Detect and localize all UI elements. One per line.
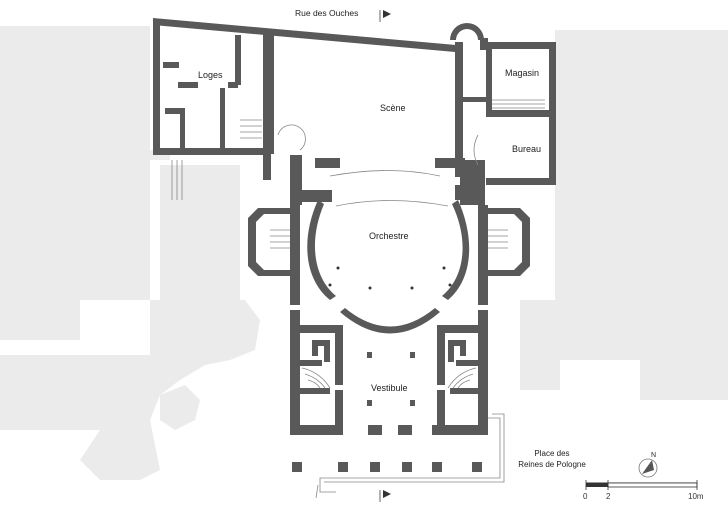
room-label-loges: Loges [198, 70, 223, 80]
place-label: Place des Reines de Pologne [510, 448, 594, 470]
scale-bar [585, 480, 698, 490]
place-label-line1: Place des [534, 449, 570, 458]
section-markers [383, 10, 391, 498]
scale-tick-0: 0 [583, 492, 588, 501]
room-label-bureau: Bureau [512, 144, 542, 154]
room-label-vestibule: Vestibule [371, 383, 408, 393]
street-label-rue-des-ouches: Rue des Ouches [295, 8, 359, 18]
room-label-scene: Scène [380, 103, 406, 113]
neighbouring-buildings [0, 26, 728, 480]
room-label-orchestre: Orchestre [369, 231, 409, 241]
scale-tick-10m: 10m [688, 492, 704, 501]
scale-tick-2: 2 [606, 492, 611, 501]
building-walls [153, 18, 556, 472]
orchestra-columns [328, 266, 452, 290]
room-label-magasin: Magasin [505, 68, 540, 78]
compass-label: N [651, 452, 657, 459]
compass-rose-icon [638, 458, 658, 478]
plan-linework [171, 10, 545, 502]
place-label-line2: Reines de Pologne [518, 460, 586, 469]
